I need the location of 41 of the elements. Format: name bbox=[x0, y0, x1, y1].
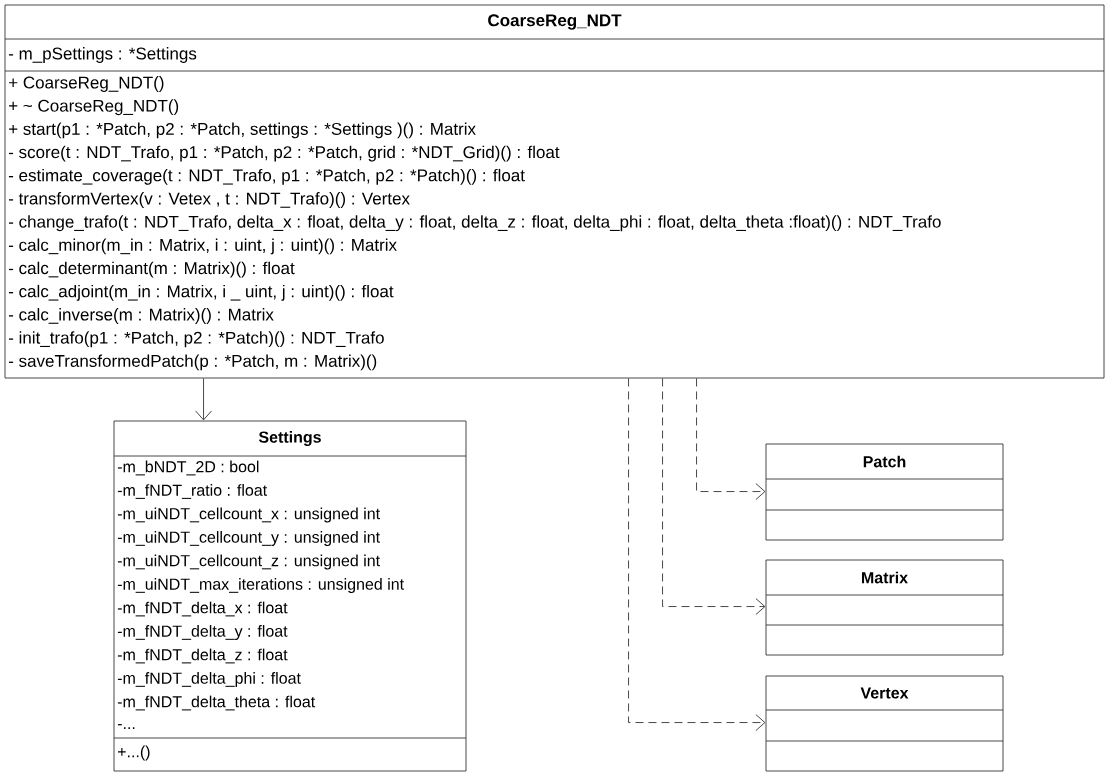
attribute-text: -m_fNDT_delta_y : float bbox=[117, 625, 288, 640]
attribute-text: -m_uiNDT_max_iterations : unsigned int bbox=[117, 578, 404, 593]
method-text: - saveTransformedPatch(p : *Patch, m : Matrix)() bbox=[8, 354, 377, 371]
attribute-text: -m_uiNDT_cellcount_x : unsigned int bbox=[117, 507, 380, 523]
method-text: - calc_determinant(m : Matrix)() : float bbox=[8, 261, 295, 278]
class-name: Vertex bbox=[860, 687, 909, 699]
attribute-text: -m_fNDT_delta_x : float bbox=[117, 601, 288, 617]
attribute-text: -m_bNDT_2D : bool bbox=[117, 460, 259, 476]
class-box bbox=[765, 675, 1004, 772]
method-text: - calc_adjoint(m_in : Matrix, i _ uint, j : uint)() : float bbox=[8, 284, 394, 301]
arrow bbox=[628, 378, 766, 731]
attribute-text: -m_fNDT_delta_theta : float bbox=[117, 695, 316, 711]
method-text: - calc_inverse(m : Matrix)() : Matrix bbox=[8, 308, 274, 324]
method-text: + ~ CoarseReg_NDT() bbox=[9, 99, 179, 116]
attribute-text: -m_uiNDT_cellcount_y : unsigned int bbox=[117, 531, 380, 546]
method-text: - init_trafo(p1 : *Patch, p2 : *Patch)() : NDT_Trafo bbox=[8, 331, 384, 348]
method-text: - change_trafo(t : NDT_Trafo, delta_x : float, delta_y : float, delta_z : float, delta_phi : float, delta_theta :float)() : NDT_Trafo bbox=[8, 215, 941, 232]
class-name: Settings bbox=[258, 431, 321, 446]
method-text: - transformVertex(v : Vetex , t : NDT_Trafo)() : Vertex bbox=[8, 192, 410, 208]
arrow bbox=[696, 378, 766, 500]
method-text: - estimate_coverage(t : NDT_Trafo, p1 : *Patch, p2 : *Patch)() : float bbox=[8, 168, 525, 185]
class-box bbox=[765, 559, 1004, 656]
attribute-text: -m_uiNDT_cellcount_z : unsigned int bbox=[117, 554, 380, 570]
class-box bbox=[765, 443, 1004, 541]
class-name: Patch bbox=[863, 455, 906, 468]
method-text: +...() bbox=[118, 745, 150, 761]
attribute-text: -... bbox=[117, 724, 135, 729]
attribute-text: -m_fNDT_delta_z : float bbox=[117, 648, 288, 664]
arrow bbox=[662, 378, 766, 615]
attribute-text: - m_pSettings : *Settings bbox=[8, 47, 197, 63]
class-box bbox=[113, 420, 467, 772]
class-box bbox=[4, 4, 1105, 379]
method-text: - score(t : NDT_Trafo, p1 : *Patch, p2 : *Patch, grid : *NDT_Grid)() : float bbox=[8, 145, 560, 162]
method-text: - calc_minor(m_in : Matrix, i : uint, j : uint)() : Matrix bbox=[8, 238, 397, 255]
method-text: + start(p1 : *Patch, p2 : *Patch, settings : *Settings )() : Matrix bbox=[9, 122, 476, 139]
attribute-text: -m_fNDT_delta_phi : float bbox=[117, 672, 301, 687]
class-name: CoarseReg_NDT bbox=[488, 14, 622, 30]
class-name: Matrix bbox=[862, 571, 908, 584]
attribute-text: -m_fNDT_ratio : float bbox=[117, 484, 268, 499]
arrow bbox=[195, 378, 212, 421]
method-text: + CoarseReg_NDT() bbox=[9, 76, 164, 92]
